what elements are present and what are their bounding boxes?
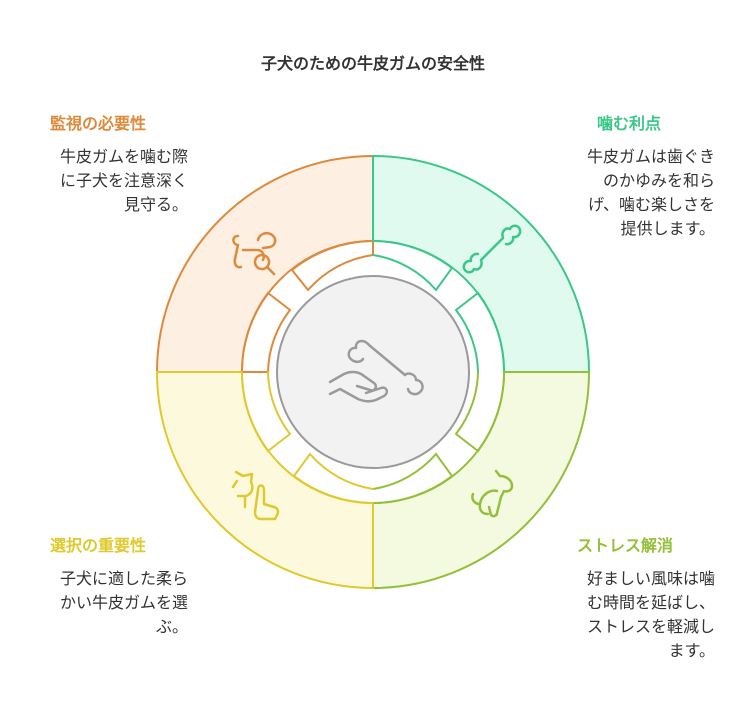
- selection-line: ぶ。: [155, 617, 188, 636]
- selection-line: かい牛皮ガムを選: [59, 593, 188, 612]
- dog-magnifier-icon: [232, 231, 277, 276]
- stress-line: む時間を延ばし、: [586, 593, 715, 612]
- hand-bone-icon: [328, 339, 424, 403]
- inner-arc-stress: [454, 371, 506, 453]
- inner-arc-supervision: [291, 240, 374, 291]
- inner-arc-benefits-side: [454, 291, 506, 373]
- supervision-description: 牛皮ガムを噛む際 に子犬を注意深く 見守る。: [30, 145, 188, 217]
- stress-heading: ストレス解消: [577, 536, 674, 555]
- benefits-line: のかゆみを和ら: [602, 171, 715, 190]
- stress-line: ます。: [668, 641, 715, 660]
- dog-pointing-icon: [231, 470, 280, 521]
- supervision-line: 牛皮ガムを噛む際: [59, 147, 188, 166]
- selection-description: 子犬に適した柔ら かい牛皮ガムを選 ぶ。: [30, 567, 188, 639]
- benefits-line: げ、噛む楽しさを: [588, 195, 715, 214]
- stress-description: 好ましい風味は噛 む時間を延ばし、 ストレスを軽減し ます。: [553, 567, 715, 663]
- inner-arc-stress-bottom: [372, 452, 454, 504]
- center-circle: [276, 275, 470, 469]
- supervision-line: に子犬を注意深く: [59, 171, 188, 190]
- sitting-dog-icon: [471, 469, 514, 518]
- selection-line: 子犬に適した柔ら: [59, 569, 188, 588]
- inner-arc-selection: [292, 452, 374, 504]
- benefits-line: 牛皮ガムは歯ぐき: [586, 147, 715, 166]
- benefits-heading: 噛む利点: [597, 114, 662, 133]
- benefits-line: 提供します。: [620, 219, 715, 238]
- bone-icon: [462, 224, 522, 274]
- supervision-line: 見守る。: [123, 195, 188, 214]
- stress-line: 好ましい風味は噛: [586, 569, 715, 588]
- page-title: 子犬のための牛皮ガムの安全性: [260, 54, 485, 73]
- benefits-description: 牛皮ガムは歯ぐき のかゆみを和ら げ、噛む楽しさを 提供します。: [553, 145, 715, 241]
- stress-line: ストレスを軽減し: [586, 617, 715, 636]
- inner-arc-selection-side: [240, 371, 292, 453]
- supervision-heading: 監視の必要性: [50, 114, 147, 133]
- inner-arc-benefits: [372, 240, 454, 292]
- selection-heading: 選択の重要性: [50, 536, 147, 555]
- inner-arc-supervision-side: [240, 291, 292, 373]
